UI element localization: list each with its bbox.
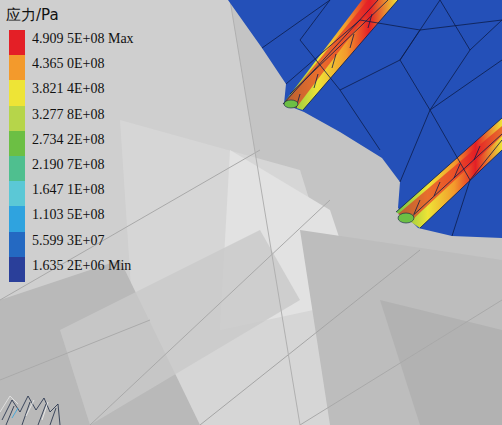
legend-value: 4.909 5E+08 Max — [32, 31, 134, 47]
legend-swatch — [9, 206, 25, 232]
legend-heading: 应力/Pa — [6, 6, 59, 24]
legend-swatch — [9, 156, 25, 182]
legend-value: 3.821 4E+08 — [32, 81, 104, 97]
legend-swatch — [9, 232, 25, 258]
legend-swatch — [9, 106, 25, 132]
legend-swatch — [9, 131, 25, 157]
legend-swatch — [9, 80, 25, 106]
legend-value: 2.734 2E+08 — [32, 132, 104, 148]
legend-swatch — [9, 181, 25, 207]
legend-value: 5.599 3E+07 — [32, 233, 104, 249]
small-gear — [0, 396, 60, 425]
legend-swatch — [9, 55, 25, 81]
legend-value: 1.647 1E+08 — [32, 182, 104, 198]
legend-swatch — [9, 257, 25, 283]
gear-mesh — [228, 0, 502, 238]
color-legend: 应力/Pa 4.909 5E+08 Max 4.365 0E+08 3.821 4E+… — [0, 0, 230, 300]
legend-swatch — [9, 30, 25, 56]
legend-value: 1.635 2E+06 Min — [32, 258, 131, 274]
legend-value: 3.277 8E+08 — [32, 107, 104, 123]
legend-value: 2.190 7E+08 — [32, 157, 104, 173]
legend-value: 1.103 5E+08 — [32, 207, 104, 223]
legend-value: 4.365 0E+08 — [32, 56, 104, 72]
